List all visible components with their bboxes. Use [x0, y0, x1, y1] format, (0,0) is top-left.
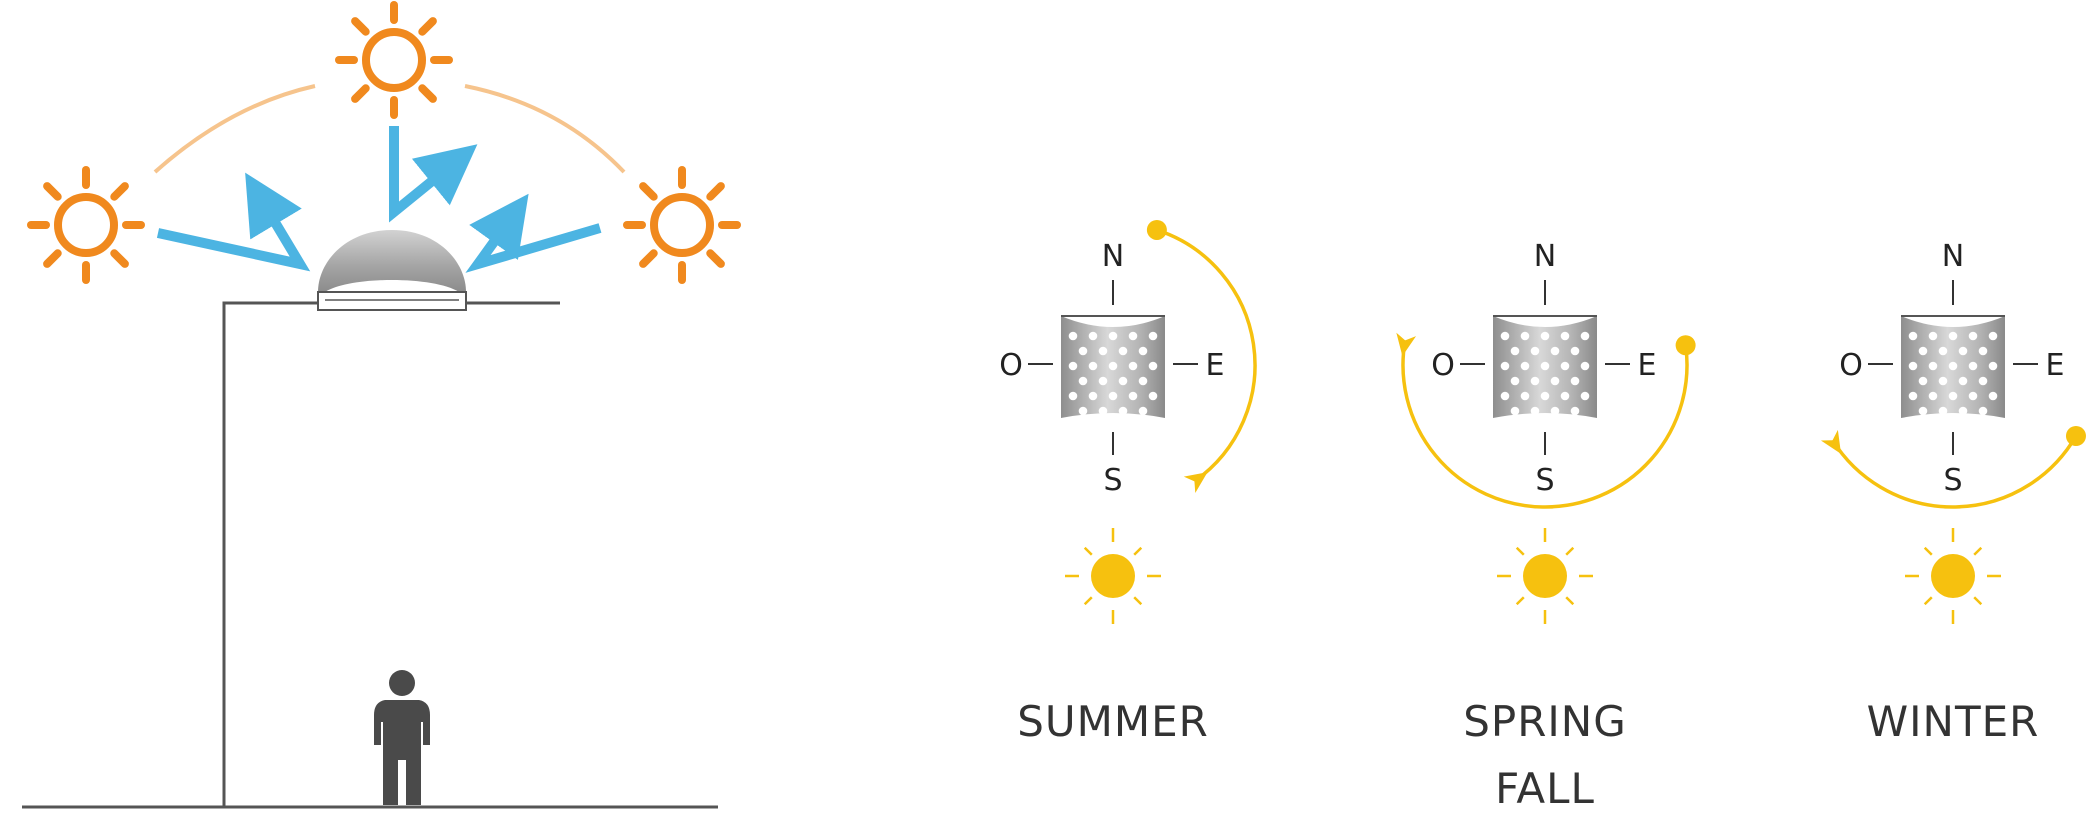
perforated-panel-icon	[1493, 315, 1597, 418]
sun-path-arrowhead	[1183, 472, 1208, 493]
sun-start-dot	[2065, 426, 2086, 446]
sun-path-arc	[1156, 228, 1257, 483]
compass-letter-w: O	[1839, 348, 1863, 383]
sun-icon	[335, 1, 453, 119]
sun-path-arc-right	[464, 84, 626, 174]
compass-letter-w: O	[1431, 348, 1455, 383]
compass-letter-n: N	[1102, 239, 1124, 274]
sun-start-dot	[1146, 219, 1167, 240]
compass-letter-e: E	[2046, 348, 2065, 383]
compass-letter-n: N	[1942, 239, 1964, 274]
light-ray-right	[465, 193, 602, 273]
season-winter: N S O E WINTER	[1820, 239, 2086, 746]
person-icon	[374, 670, 430, 805]
compass-letter-s: S	[1103, 463, 1122, 498]
sun-icon	[1065, 528, 1161, 624]
sun-path-arc-left	[153, 84, 316, 174]
light-rays	[156, 126, 602, 273]
sun-start-dot	[1675, 335, 1696, 356]
sun-path-arrowhead	[1396, 332, 1417, 357]
lamp-pole	[222, 301, 318, 807]
seasons-panel: N S O E SUMMER N S O E SPRING FALL N S O E WINTER	[999, 219, 2086, 813]
season-summer: N S O E SUMMER	[999, 219, 1257, 746]
sun-path-arc	[1831, 435, 2078, 509]
season-label: WINTER	[1867, 697, 2040, 746]
light-ray-left	[156, 172, 311, 272]
sun-icon	[27, 166, 145, 284]
left-scene	[22, 1, 741, 809]
compass-letter-w: O	[999, 348, 1023, 383]
compass-letter-s: S	[1535, 463, 1554, 498]
compass-letter-n: N	[1534, 239, 1556, 274]
season-label: FALL	[1495, 764, 1595, 813]
perforated-panel-icon	[1061, 315, 1165, 418]
season-label: SUMMER	[1017, 697, 1209, 746]
sun-path-arc	[1401, 340, 1689, 509]
sun-path-arrowhead	[1820, 429, 1842, 454]
compass-letter-e: E	[1638, 348, 1657, 383]
compass-letter-s: S	[1943, 463, 1962, 498]
luminaire-dome-icon	[317, 230, 467, 311]
perforated-panel-icon	[1901, 315, 2005, 418]
sun-icon	[1497, 528, 1593, 624]
season-spring-fall: N S O E SPRING FALL	[1396, 239, 1696, 813]
season-label: SPRING	[1463, 697, 1627, 746]
compass-letter-e: E	[1206, 348, 1225, 383]
sun-icon	[623, 166, 741, 284]
light-ray-top	[389, 126, 478, 223]
sun-icon	[1905, 528, 2001, 624]
